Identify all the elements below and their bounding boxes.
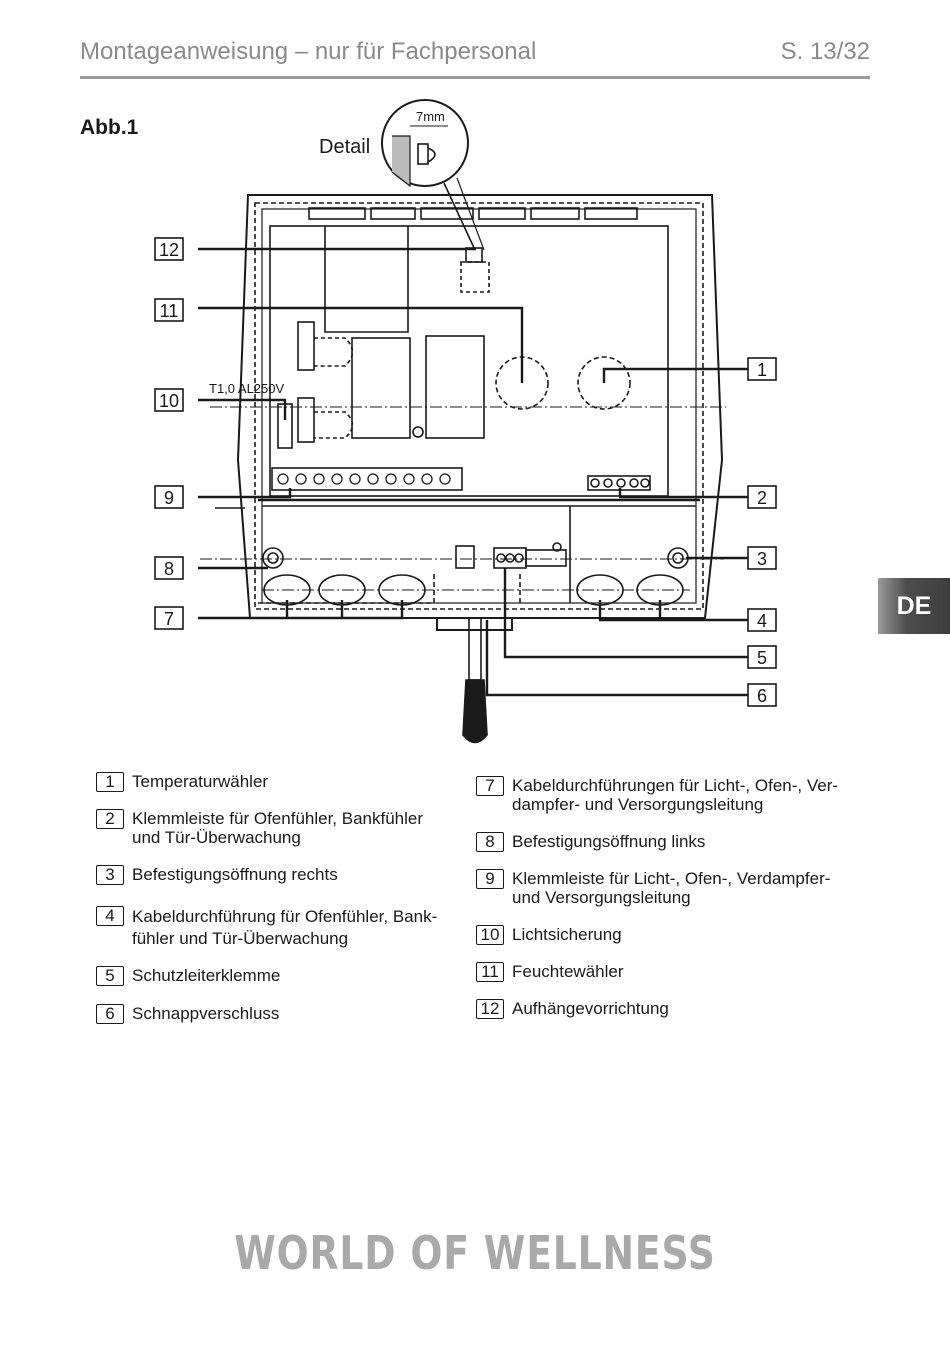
legend-number: 10: [476, 925, 504, 945]
legend-item: 1 Temperaturwähler: [96, 772, 476, 792]
installation-diagram: 12 11 10 9 8 7 1 2 3 4 5 6 Detail 7mm T1…: [154, 99, 777, 744]
legend-item: 4 Kabeldurchführung für Ofenfühler, Bank…: [96, 906, 476, 950]
detail-dimension: 7mm: [416, 109, 445, 124]
legend-text: Kabeldurchführung für Ofenfühler, Bank- …: [132, 907, 438, 948]
legend-text: Aufhängevorrichtung: [512, 999, 669, 1018]
legend-text: Befestigungsöffnung rechts: [132, 865, 338, 884]
callout-7: 7: [164, 609, 174, 629]
legend-item: 6 Schnappverschluss: [96, 1004, 476, 1024]
legend-text: Schutzleiterklemme: [132, 966, 281, 985]
fuse-label: T1,0 AL250V: [209, 381, 284, 396]
callout-11: 11: [160, 301, 179, 321]
legend-number: 8: [476, 832, 504, 852]
callout-2: 2: [757, 488, 767, 508]
legend-number: 9: [476, 869, 504, 889]
legend-item: 9 Klemmleiste für Licht-, Ofen-, Verdamp…: [476, 869, 856, 907]
legend-text: Lichtsicherung: [512, 925, 622, 944]
callout-3: 3: [757, 549, 767, 569]
legend-text: Befestigungsöffnung links: [512, 832, 706, 851]
legend-text: Klemmleiste für Ofenfühler, Bankfühler u…: [132, 809, 424, 847]
legend-number: 7: [476, 776, 504, 796]
legend-number: 4: [96, 906, 124, 926]
detail-label: Detail: [319, 136, 370, 158]
callout-10: 10: [159, 391, 179, 411]
legend-item: 8 Befestigungsöffnung links: [476, 832, 856, 852]
legend-text: Schnappverschluss: [132, 1004, 280, 1023]
callout-1: 1: [757, 360, 767, 380]
language-tab: DE: [878, 578, 950, 634]
legend-item: 3 Befestigungsöffnung rechts: [96, 865, 476, 885]
legend-item: 2 Klemmleiste für Ofenfühler, Bankfühler…: [96, 809, 476, 847]
legend-text: Feuchtewähler: [512, 962, 624, 981]
figure-label: Abb.1: [80, 116, 139, 139]
legend-number: 6: [96, 1004, 124, 1024]
callout-4: 4: [757, 611, 767, 631]
callout-5: 5: [757, 648, 767, 668]
callout-8: 8: [164, 559, 174, 579]
header-title: Montageanweisung – nur für Fachpersonal: [80, 38, 537, 65]
legend-number: 11: [476, 962, 504, 982]
legend-item: 12 Aufhängevorrichtung: [476, 999, 856, 1019]
legend-text: Kabeldurchführungen für Licht-, Ofen-, V…: [512, 776, 839, 814]
callout-12: 12: [159, 240, 179, 260]
page-number: S. 13/32: [780, 38, 870, 65]
legend-item: 11 Feuchtewähler: [476, 962, 856, 982]
legend-number: 1: [96, 772, 124, 792]
page-header: Montageanweisung – nur für Fachpersonal …: [80, 36, 870, 79]
legend-number: 5: [96, 966, 124, 986]
footer-brand-logo: WORLD OF WELLNESS: [234, 1226, 716, 1280]
legend-text: Temperaturwähler: [132, 772, 269, 791]
legend-number: 2: [96, 809, 124, 829]
callout-6: 6: [757, 686, 767, 706]
legend-number: 3: [96, 865, 124, 885]
callout-9: 9: [164, 488, 174, 508]
legend-number: 12: [476, 999, 504, 1019]
legend-item: 5 Schutzleiterklemme: [96, 966, 476, 986]
legend-item: 10 Lichtsicherung: [476, 925, 856, 945]
legend-text: Klemmleiste für Licht-, Ofen-, Verdampfe…: [512, 869, 831, 907]
legend-item: 7 Kabeldurchführungen für Licht-, Ofen-,…: [476, 776, 856, 814]
